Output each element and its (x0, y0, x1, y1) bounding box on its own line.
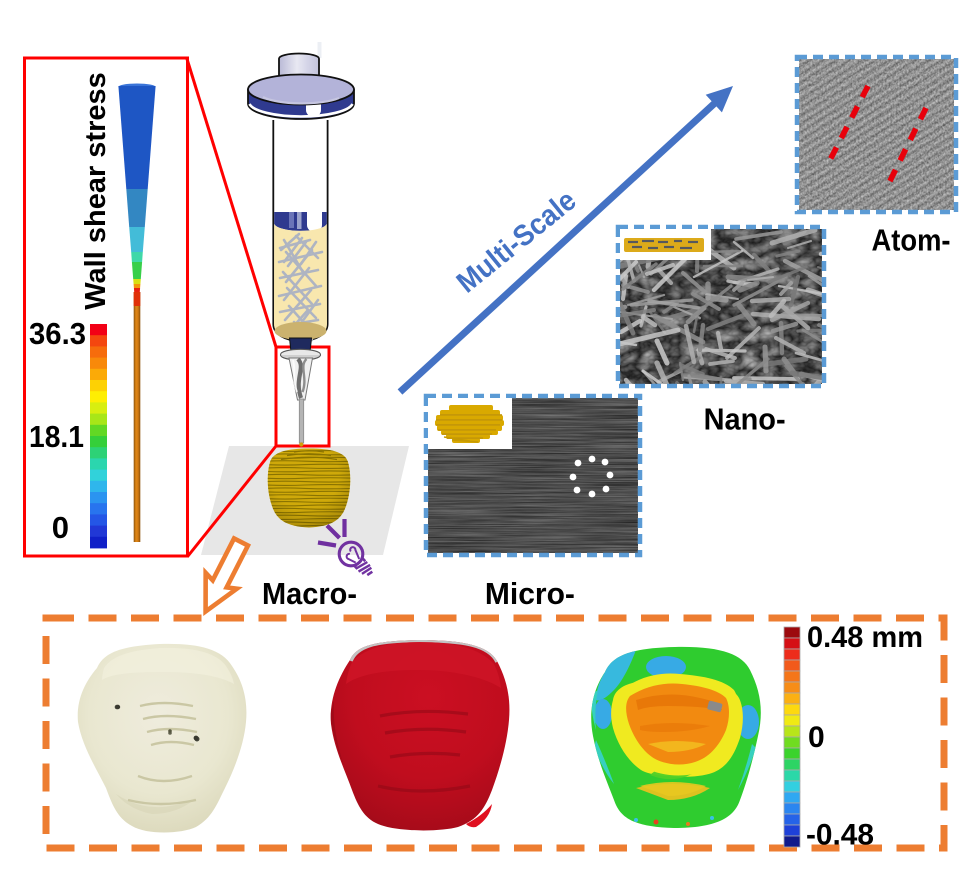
svg-text:Nano-: Nano- (704, 402, 786, 437)
svg-text:0.48 mm: 0.48 mm (807, 621, 923, 654)
svg-text:Atom-: Atom- (872, 223, 951, 258)
svg-text:Micro-: Micro- (485, 576, 575, 611)
svg-text:36.3: 36.3 (29, 316, 86, 351)
svg-text:0: 0 (52, 510, 69, 545)
svg-text:18.1: 18.1 (29, 419, 84, 454)
svg-text:Macro-: Macro- (262, 576, 357, 611)
svg-text:0: 0 (808, 721, 825, 754)
svg-text:-0.48: -0.48 (806, 819, 874, 852)
svg-text:Wall shear stress: Wall shear stress (80, 72, 112, 310)
